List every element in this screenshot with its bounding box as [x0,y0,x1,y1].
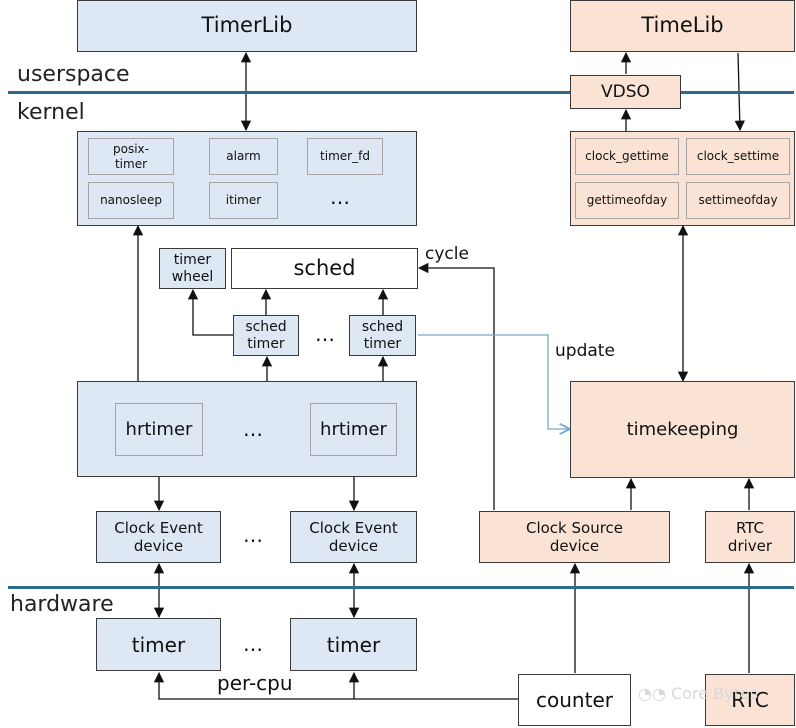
hw-timer-1: timer [96,618,221,671]
clock-event-device-2: Clock Event device [290,511,417,563]
clock-event-device-1: Clock Event device [96,511,221,563]
timer-wheel-box: timer wheel [159,248,226,289]
clock-event-ellipsis: … [243,523,263,547]
interfaces-ellipsis: … [330,185,350,209]
clock-settime-box: clock_settime [686,138,790,175]
clock-source-device-box: Clock Source device [479,511,670,563]
sched-box: sched [231,248,418,289]
timekeeping-box: timekeeping [570,381,795,478]
settimeofday-box: settimeofday [686,182,790,219]
watermark-text: Core Bytes [671,684,759,703]
wechat-icon: ◔◔ [638,684,672,703]
sched-timer-box-2: sched timer [349,315,416,356]
update-label: update [555,341,615,361]
arrow-clocksource-sched [417,262,495,510]
posix-timer-box: posix- timer [88,138,174,175]
timer-fd-box: timer_fd [307,138,383,175]
rtc-box: RTC [705,674,795,726]
arrow-schedtimer-wheel [187,288,233,336]
hw-timer-ellipsis: … [243,632,263,656]
kernel-label: kernel [17,100,85,125]
arrow-counter-timer1 [153,671,518,700]
vdso-box: VDSO [570,75,681,109]
hw-timer-2: timer [290,618,417,671]
userspace-kernel-separator [8,91,794,94]
clock-gettime-box: clock_gettime [575,138,679,175]
cycle-label: cycle [425,244,469,264]
timerlib-box: TimerLib [77,0,417,52]
gettimeofday-box: gettimeofday [575,182,679,219]
per-cpu-label: per-cpu [217,671,293,695]
kernel-hardware-separator [8,586,794,589]
sched-timer-ellipsis: … [315,322,335,346]
timelib-box: TimeLib [570,0,795,52]
hrtimer-box-2: hrtimer [310,403,397,456]
rtc-driver-box: RTC driver [705,511,795,563]
sched-timer-box-1: sched timer [233,315,299,356]
hardware-label: hardware [10,592,114,617]
nanosleep-box: nanosleep [88,182,174,219]
watermark: ◔◔ Core Bytes [638,684,758,703]
hrtimer-ellipsis: … [243,417,263,441]
counter-box: counter [518,674,631,726]
itimer-box: itimer [209,182,278,219]
arrow-schedtimer-timekeeping-update [418,334,570,429]
alarm-box: alarm [209,138,278,175]
hrtimer-box-1: hrtimer [115,403,203,456]
userspace-label: userspace [17,62,130,87]
